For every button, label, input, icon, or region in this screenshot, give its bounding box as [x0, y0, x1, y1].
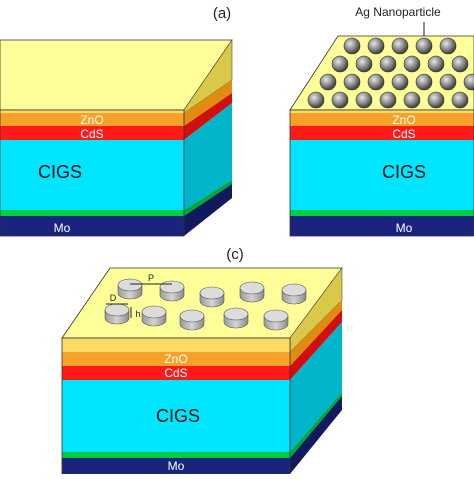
panel-a-zno-label: ZnO	[80, 113, 103, 127]
ag-nanoparticle	[427, 91, 445, 109]
panel-c-side-orange	[290, 300, 342, 366]
nanodisk	[223, 307, 249, 329]
panel-a-cigs-label: CIGS	[38, 162, 82, 182]
ag-nanoparticle	[439, 73, 457, 91]
ag-nanoparticle	[355, 55, 373, 73]
panel-b-top-face	[289, 35, 474, 111]
diameter-dimension-label: D	[110, 293, 117, 303]
ag-nanoparticle	[343, 73, 361, 91]
ag-nanoparticle	[463, 73, 474, 91]
ag-nanoparticle	[367, 37, 385, 55]
ag-nanoparticle	[403, 91, 421, 109]
panel-c-cigs-label: CIGS	[156, 406, 200, 426]
panel-b-cigs-label: CIGS	[382, 162, 426, 182]
panel-b-cigs-layer	[290, 140, 474, 210]
panel-c-zno-layer	[62, 338, 290, 352]
nanodisk-array	[104, 278, 307, 331]
panel-b-cds-label: CdS	[392, 127, 415, 141]
ag-nanoparticle	[427, 55, 445, 73]
ag-nanoparticle	[415, 73, 433, 91]
nanodisk	[199, 286, 225, 308]
panel-a-green-layer	[0, 210, 184, 216]
ag-nanoparticle	[451, 91, 469, 109]
panel-c-mo-layer	[62, 458, 290, 474]
ag-nanoparticle	[319, 73, 337, 91]
panel-c-side-cds	[290, 310, 342, 380]
panel-b: Ag Nanoparticle ZnO CdS CIGS Mo	[289, 5, 474, 237]
panel-a-mo-layer	[0, 216, 184, 236]
panel-b-zno-label: ZnO	[392, 113, 415, 127]
ag-nanoparticle	[391, 73, 409, 91]
ag-nanoparticle-annotation: Ag Nanoparticle	[355, 5, 441, 19]
ag-nanoparticle	[415, 37, 433, 55]
ag-nanoparticle	[343, 37, 361, 55]
ag-nanoparticle	[439, 37, 457, 55]
ag-nanoparticle	[331, 91, 349, 109]
panel-b-front-outline	[289, 109, 474, 237]
ag-nanoparticle	[307, 91, 325, 109]
ag-nanoparticle-array	[307, 37, 474, 109]
ag-nanoparticle	[451, 55, 469, 73]
panel-a-side-cigs	[184, 103, 232, 210]
panel-a-label: (a)	[213, 5, 231, 22]
panel-a-orange-layer	[0, 113, 184, 126]
panel-c-cigs-layer	[62, 380, 290, 452]
panel-a-cds-label: CdS	[80, 127, 103, 141]
panel-a-cigs-layer	[0, 140, 184, 210]
panel-c-side-mo	[290, 396, 342, 474]
nanodisk	[141, 305, 167, 327]
panel-b-mo-label: Mo	[396, 221, 413, 235]
ag-nanoparticle	[379, 55, 397, 73]
ag-nanoparticle	[379, 91, 397, 109]
panel-c-side-cigs	[290, 322, 342, 452]
panel-c-side-green	[290, 392, 342, 458]
panel-c-zno-label: ZnO	[164, 352, 187, 366]
panel-a-side-green	[184, 180, 232, 216]
panel-a-mo-label: Mo	[54, 221, 71, 235]
panel-c-cds-label: CdS	[164, 366, 187, 380]
ag-nanoparticle	[403, 55, 421, 73]
ag-nanoparticle	[355, 91, 373, 109]
panel-a-cds-layer	[0, 126, 184, 140]
nanodisk	[263, 309, 289, 331]
panel-c: (c) ZnO CdS CIGS Mo P D h	[61, 246, 343, 475]
ag-nanoparticle	[367, 73, 385, 91]
nanodisk	[117, 278, 143, 300]
height-dimension-label: h	[135, 309, 140, 319]
panel-a-zno-front	[0, 110, 184, 113]
period-dimension-label: P	[148, 273, 154, 283]
panel-a-front-outline	[0, 109, 185, 237]
nanodisk	[179, 309, 205, 331]
panel-a: (a) ZnO CdS CIGS Mo	[0, 5, 233, 237]
ag-nanoparticle	[391, 37, 409, 55]
panel-a-side-cds	[184, 93, 232, 140]
panel-c-label: (c)	[226, 246, 244, 263]
nanodisk	[239, 281, 265, 303]
ag-nanoparticle	[331, 55, 349, 73]
panel-b-zno-front	[290, 110, 474, 113]
panel-c-green-layer	[62, 452, 290, 458]
panel-b-mo-layer	[290, 216, 474, 236]
nanodisk	[104, 303, 130, 325]
panel-b-orange-layer	[290, 113, 474, 126]
panel-b-green-layer	[290, 210, 474, 216]
nanodisk	[281, 283, 307, 305]
panel-c-cds-layer	[62, 366, 290, 380]
panel-a-side-orange	[184, 80, 232, 126]
panel-c-mo-label: Mo	[168, 459, 185, 473]
panel-c-orange-layer	[62, 352, 290, 366]
panel-b-cds-layer	[290, 126, 474, 140]
panel-a-side-mo	[184, 184, 232, 236]
